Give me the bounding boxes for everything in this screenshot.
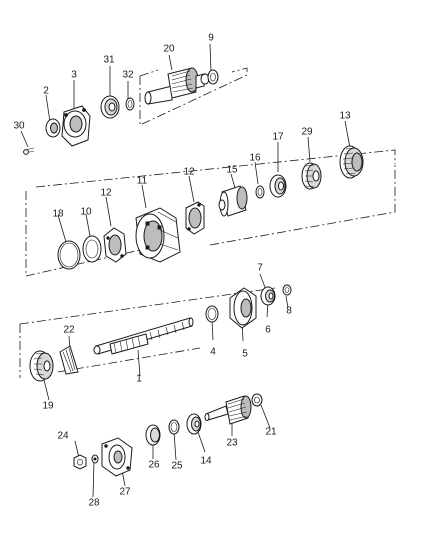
part-19-gear [29, 350, 54, 382]
part-15-hub [218, 185, 248, 217]
part-20-shaft [144, 67, 205, 105]
callout-12a: 12 [100, 188, 112, 199]
part-27-yoke [101, 437, 133, 477]
part-3-flange [61, 105, 91, 147]
part-29-gear [301, 162, 322, 190]
part-9-rings [200, 69, 219, 85]
callout-18: 18 [52, 209, 64, 220]
callout-4: 4 [210, 347, 216, 358]
callout-9: 9 [208, 33, 214, 44]
part-17-bearing [269, 174, 287, 198]
part-23-shaft [204, 395, 252, 425]
callout-10: 10 [80, 207, 92, 218]
callout-16: 16 [249, 153, 261, 164]
callout-7: 7 [257, 263, 263, 274]
callout-8: 8 [286, 306, 292, 317]
callout-6: 6 [265, 325, 271, 336]
callout-19: 19 [42, 401, 54, 412]
part-11-housing [135, 207, 181, 263]
part-12-plate-left [103, 227, 127, 263]
part-13-gear [339, 145, 364, 179]
callout-25: 25 [171, 461, 183, 472]
part-16-ring [255, 185, 265, 199]
part-28-washer [91, 454, 99, 464]
callout-15: 15 [226, 165, 238, 176]
callout-21: 21 [265, 427, 277, 438]
part-4-ring [205, 305, 219, 323]
callout-32: 32 [122, 70, 134, 81]
callout-20: 20 [163, 44, 175, 55]
callout-31: 31 [103, 55, 115, 66]
part-31-bearing [100, 95, 120, 119]
callout-12b: 12 [183, 167, 195, 178]
callout-28: 28 [88, 498, 100, 509]
callout-5: 5 [242, 349, 248, 360]
part-22-needle-bearing [59, 345, 79, 375]
callout-1: 1 [136, 374, 142, 385]
callout-22: 22 [63, 325, 75, 336]
part-21-nut [251, 393, 263, 407]
callout-11: 11 [137, 176, 148, 187]
callout-labels: 1 2 3 4 5 6 7 8 9 10 11 12 12 13 14 15 1… [13, 33, 351, 509]
part-26-seal [145, 424, 161, 446]
parts [23, 67, 364, 477]
part-30-clip [23, 147, 35, 155]
callout-23: 23 [226, 438, 238, 449]
part-2-ring [45, 118, 61, 138]
part-18-ring [57, 240, 81, 270]
callout-13: 13 [339, 111, 351, 122]
callout-29: 29 [301, 127, 313, 138]
part-6-bearing [260, 286, 276, 306]
callout-30: 30 [13, 121, 25, 132]
callout-2: 2 [43, 86, 49, 97]
part-5-flange [229, 287, 257, 329]
callout-24: 24 [57, 431, 69, 442]
callout-14: 14 [200, 456, 212, 467]
part-24-nut [73, 454, 87, 470]
callout-17: 17 [272, 132, 284, 143]
part-25-ring [168, 419, 180, 435]
part-10-ring [82, 235, 102, 263]
part-12-plate-right [185, 201, 205, 235]
part-32-ring [125, 97, 135, 111]
part-1-mainshaft [93, 317, 194, 355]
callout-3: 3 [71, 70, 77, 81]
callout-27: 27 [119, 487, 131, 498]
part-8-nut [282, 284, 292, 296]
part-14-bearing [186, 413, 202, 435]
callout-26: 26 [148, 460, 160, 471]
group-boundaries [19, 67, 396, 378]
